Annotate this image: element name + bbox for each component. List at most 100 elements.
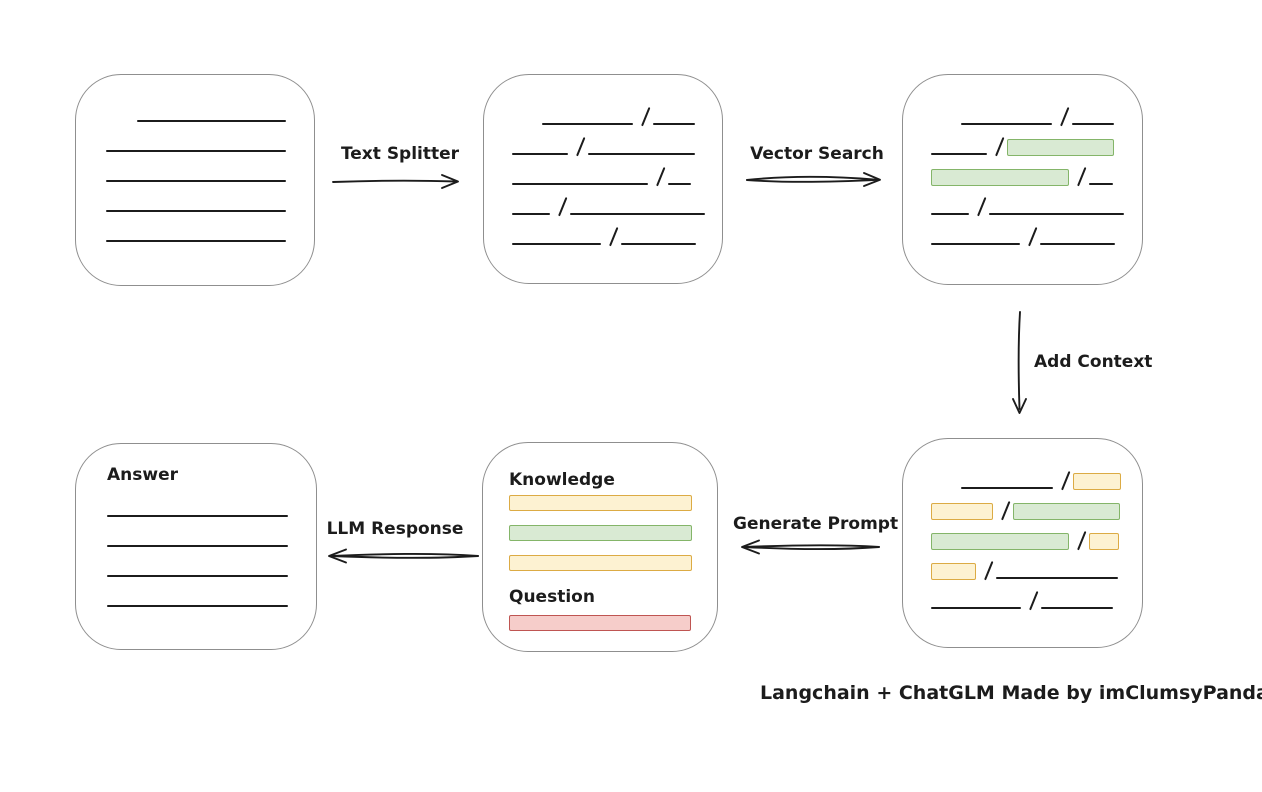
text-line	[931, 606, 1021, 609]
content-row	[931, 460, 1142, 490]
content-row	[509, 511, 717, 541]
text-splitter-arrow	[332, 174, 459, 189]
text-line	[106, 179, 286, 182]
text-line	[1072, 122, 1114, 125]
content-row: Answer	[107, 458, 316, 486]
content-row	[512, 186, 722, 216]
content-row	[107, 548, 316, 578]
vector-search-label: Vector Search	[750, 144, 884, 164]
content-row	[512, 126, 722, 156]
content-row	[106, 123, 314, 153]
diagram-caption: Langchain + ChatGLM Made by imClumsyPand…	[760, 682, 1262, 704]
content-row: Knowledge	[509, 457, 717, 491]
text-line	[107, 544, 288, 547]
text-splitter-label: Text Splitter	[340, 144, 460, 164]
text-line	[107, 604, 288, 607]
content-row	[931, 96, 1142, 126]
text-line	[1041, 606, 1113, 609]
content-row	[107, 486, 316, 518]
content-row	[106, 213, 314, 243]
text-line	[1040, 242, 1115, 245]
yellow-highlight-chip	[509, 555, 692, 571]
slash-separator	[573, 136, 583, 156]
text-line	[621, 242, 696, 245]
text-line	[512, 242, 601, 245]
text-line	[512, 212, 550, 215]
slash-separator	[1074, 530, 1084, 550]
content-row	[931, 126, 1142, 156]
green-highlight-chip	[1013, 503, 1120, 520]
content-row: Question	[509, 571, 717, 608]
green-highlight-chip	[1007, 139, 1114, 156]
retrieved-lines	[903, 75, 1142, 246]
slash-separator	[555, 196, 565, 216]
content-row	[931, 550, 1142, 580]
yellow-highlight-chip	[509, 495, 692, 511]
llm-response-label: LLM Response	[326, 519, 464, 539]
content-row	[931, 490, 1142, 520]
text-line	[512, 182, 648, 185]
content-row	[509, 608, 717, 631]
yellow-highlight-chip	[1089, 533, 1119, 550]
slash-separator	[606, 226, 616, 246]
box-label: Answer	[107, 465, 178, 485]
green-highlight-chip	[931, 533, 1069, 550]
content-row	[509, 541, 717, 571]
text-line	[1089, 182, 1113, 185]
slash-separator	[974, 196, 984, 216]
answer-content: Answer	[76, 444, 316, 608]
context-lines	[903, 439, 1142, 610]
text-line	[931, 212, 969, 215]
text-line	[542, 122, 633, 125]
add-context-label: Add Context	[1034, 352, 1153, 372]
chunk-lines	[484, 75, 722, 246]
green-highlight-chip	[931, 169, 1069, 186]
text-line	[106, 209, 286, 212]
content-row	[106, 93, 314, 123]
text-line	[106, 239, 286, 242]
document-lines	[76, 75, 314, 243]
content-row	[931, 216, 1142, 246]
content-row	[931, 520, 1142, 550]
green-highlight-chip	[509, 525, 692, 541]
text-line	[931, 152, 987, 155]
vector-search-arrow	[746, 172, 881, 187]
generate-prompt-arrow	[741, 539, 880, 555]
text-line	[588, 152, 695, 155]
content-row	[106, 153, 314, 183]
slash-separator	[1058, 470, 1068, 490]
slash-separator	[992, 136, 1002, 156]
text-line	[570, 212, 705, 215]
text-line	[107, 514, 288, 517]
slash-separator	[1057, 106, 1067, 126]
text-line	[931, 242, 1020, 245]
yellow-highlight-chip	[931, 563, 976, 580]
content-row	[107, 578, 316, 608]
content-row	[106, 183, 314, 213]
slash-separator	[1025, 226, 1035, 246]
node-answer: Answer	[75, 443, 317, 650]
text-line	[653, 122, 695, 125]
yellow-highlight-chip	[931, 503, 993, 520]
content-row	[107, 518, 316, 548]
slash-separator	[998, 500, 1008, 520]
content-row	[512, 156, 722, 186]
add-context-arrow	[1012, 311, 1027, 414]
slash-separator	[1074, 166, 1084, 186]
slash-separator	[981, 560, 991, 580]
node-source-document	[75, 74, 315, 286]
yellow-highlight-chip	[1073, 473, 1121, 490]
node-text-chunks	[483, 74, 723, 284]
slash-separator	[638, 106, 648, 126]
text-line	[106, 149, 286, 152]
text-line	[989, 212, 1124, 215]
node-context	[902, 438, 1143, 648]
content-row	[931, 580, 1142, 610]
generate-prompt-label: Generate Prompt	[733, 514, 899, 534]
llm-response-arrow	[328, 548, 479, 564]
text-line	[961, 486, 1053, 489]
content-row	[931, 186, 1142, 216]
content-row	[512, 96, 722, 126]
